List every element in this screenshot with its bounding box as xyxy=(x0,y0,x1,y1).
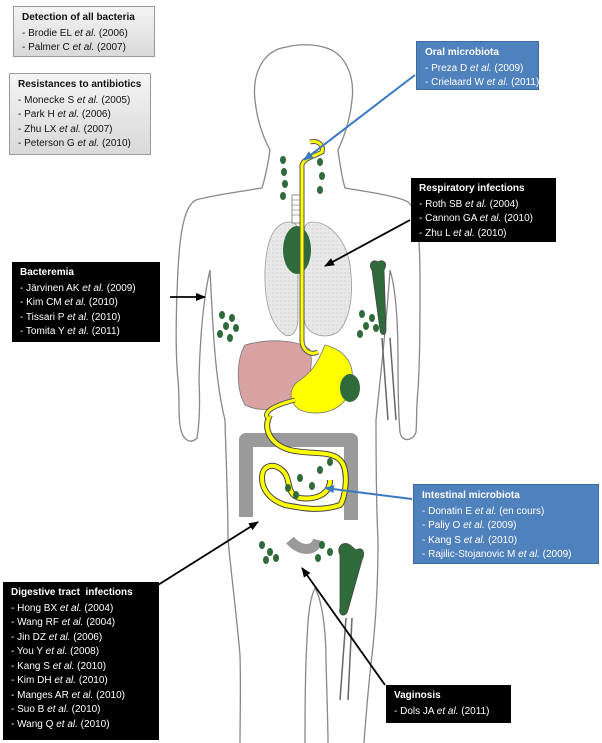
reference: - Park H et al. (2006) xyxy=(18,109,111,120)
reference: - Hong BX et al. (2004) xyxy=(11,602,114,614)
bacteremia-box: Bacteremia - Järvinen AK et al. (2009) -… xyxy=(12,262,160,342)
reference: - Suo B et al. (2010) xyxy=(11,704,101,715)
head-top xyxy=(286,44,324,48)
reference: - You Y et al. (2008) xyxy=(11,646,100,657)
rectum xyxy=(286,536,323,554)
bacteremia-title: Bacteremia xyxy=(20,267,74,278)
body-outline xyxy=(175,46,421,743)
reference: - Dols JA et al. (2011) xyxy=(394,705,490,717)
reference: - Donatin E et al. (en cours) xyxy=(422,505,545,517)
reference: - Cannon GA et al. (2010) xyxy=(419,213,533,224)
reference: - Kim CM et al. (2010) xyxy=(20,297,118,308)
reference: - Manges AR et al. (2010) xyxy=(11,689,125,701)
respiratory-box: Respiratory infections - Roth SB et al. … xyxy=(411,178,556,242)
digestive-arrow xyxy=(149,521,259,591)
right-lung xyxy=(303,221,352,337)
trachea xyxy=(291,194,301,224)
reference: - Kang S et al. (2010) xyxy=(422,534,518,546)
reference: - Preza D et al. (2009) xyxy=(425,62,524,74)
respiratory-arrow xyxy=(324,219,411,267)
detection-title: Detection of all bacteria xyxy=(22,12,135,23)
reference: - Wang RF et al. (2004) xyxy=(11,617,116,628)
heart xyxy=(283,226,311,274)
intestinal-title: Intestinal microbiota xyxy=(422,490,520,501)
reference: - Roth SB et al. (2004) xyxy=(419,198,519,210)
vaginosis-title: Vaginosis xyxy=(394,690,441,701)
reference: - Tissari P et al. (2010) xyxy=(20,311,121,323)
reference: - Paliy O et al. (2009) xyxy=(422,520,517,531)
reference: - Zhu LX et al. (2007) xyxy=(18,123,113,135)
lymph-nodes xyxy=(217,156,379,564)
tibia xyxy=(339,617,353,701)
reference: - Wang Q et al. (2010) xyxy=(11,718,110,730)
intestinal-arrow xyxy=(324,485,413,500)
intestinal-microbiota-box: Intestinal microbiota - Donatin E et al.… xyxy=(413,484,599,564)
reference: - Monecke S et al. (2005) xyxy=(18,94,131,106)
reference: - Järvinen AK et al. (2009) xyxy=(20,282,136,294)
oral-microbiota-box: Oral microbiota - Preza D et al. (2009) … xyxy=(416,41,539,90)
duodenum-fill xyxy=(265,398,296,420)
forearm-bones xyxy=(381,337,397,421)
stomach xyxy=(290,344,353,414)
vaginosis-arrow xyxy=(301,567,386,686)
digestive-title: Digestive tract infections xyxy=(11,587,133,598)
detection-box: Detection of all bacteria - Brodie EL et… xyxy=(13,6,155,57)
small-intestine xyxy=(258,413,349,512)
reference: - Jin DZ et al. (2006) xyxy=(11,631,103,643)
vaginosis-box: Vaginosis - Dols JA et al. (2011) xyxy=(386,685,511,723)
reference: - Brodie EL et al. (2006) xyxy=(22,27,128,39)
reference: - Kang S et al. (2010) xyxy=(11,660,107,672)
small-intestine-fill xyxy=(259,414,348,511)
reference: - Palmer C et al. (2007) xyxy=(22,42,126,53)
colon xyxy=(239,433,358,520)
reference: - Zhu L et al. (2010) xyxy=(419,227,507,239)
resistance-title: Resistances to antibiotics xyxy=(18,79,142,90)
digestive-tract-box: Digestive tract infections - Hong BX et … xyxy=(3,582,159,740)
reference: - Peterson G et al. (2010) xyxy=(18,138,131,149)
femur xyxy=(338,543,364,616)
reference: - Crielaard W et al. (2011) xyxy=(425,77,540,88)
reference: - Rajilic-Stojanovic M et al. (2009) xyxy=(422,549,572,560)
oral-arrow xyxy=(303,74,416,161)
reference: - Kim DH et al. (2010) xyxy=(11,675,108,686)
humerus xyxy=(370,260,387,335)
resistance-box: Resistances to antibiotics - Monecke S e… xyxy=(9,73,151,155)
oral-title: Oral microbiota xyxy=(425,47,499,58)
reference: - Tomita Y et al. (2011) xyxy=(20,326,120,337)
spleen xyxy=(340,374,360,402)
respiratory-title: Respiratory infections xyxy=(419,183,525,194)
